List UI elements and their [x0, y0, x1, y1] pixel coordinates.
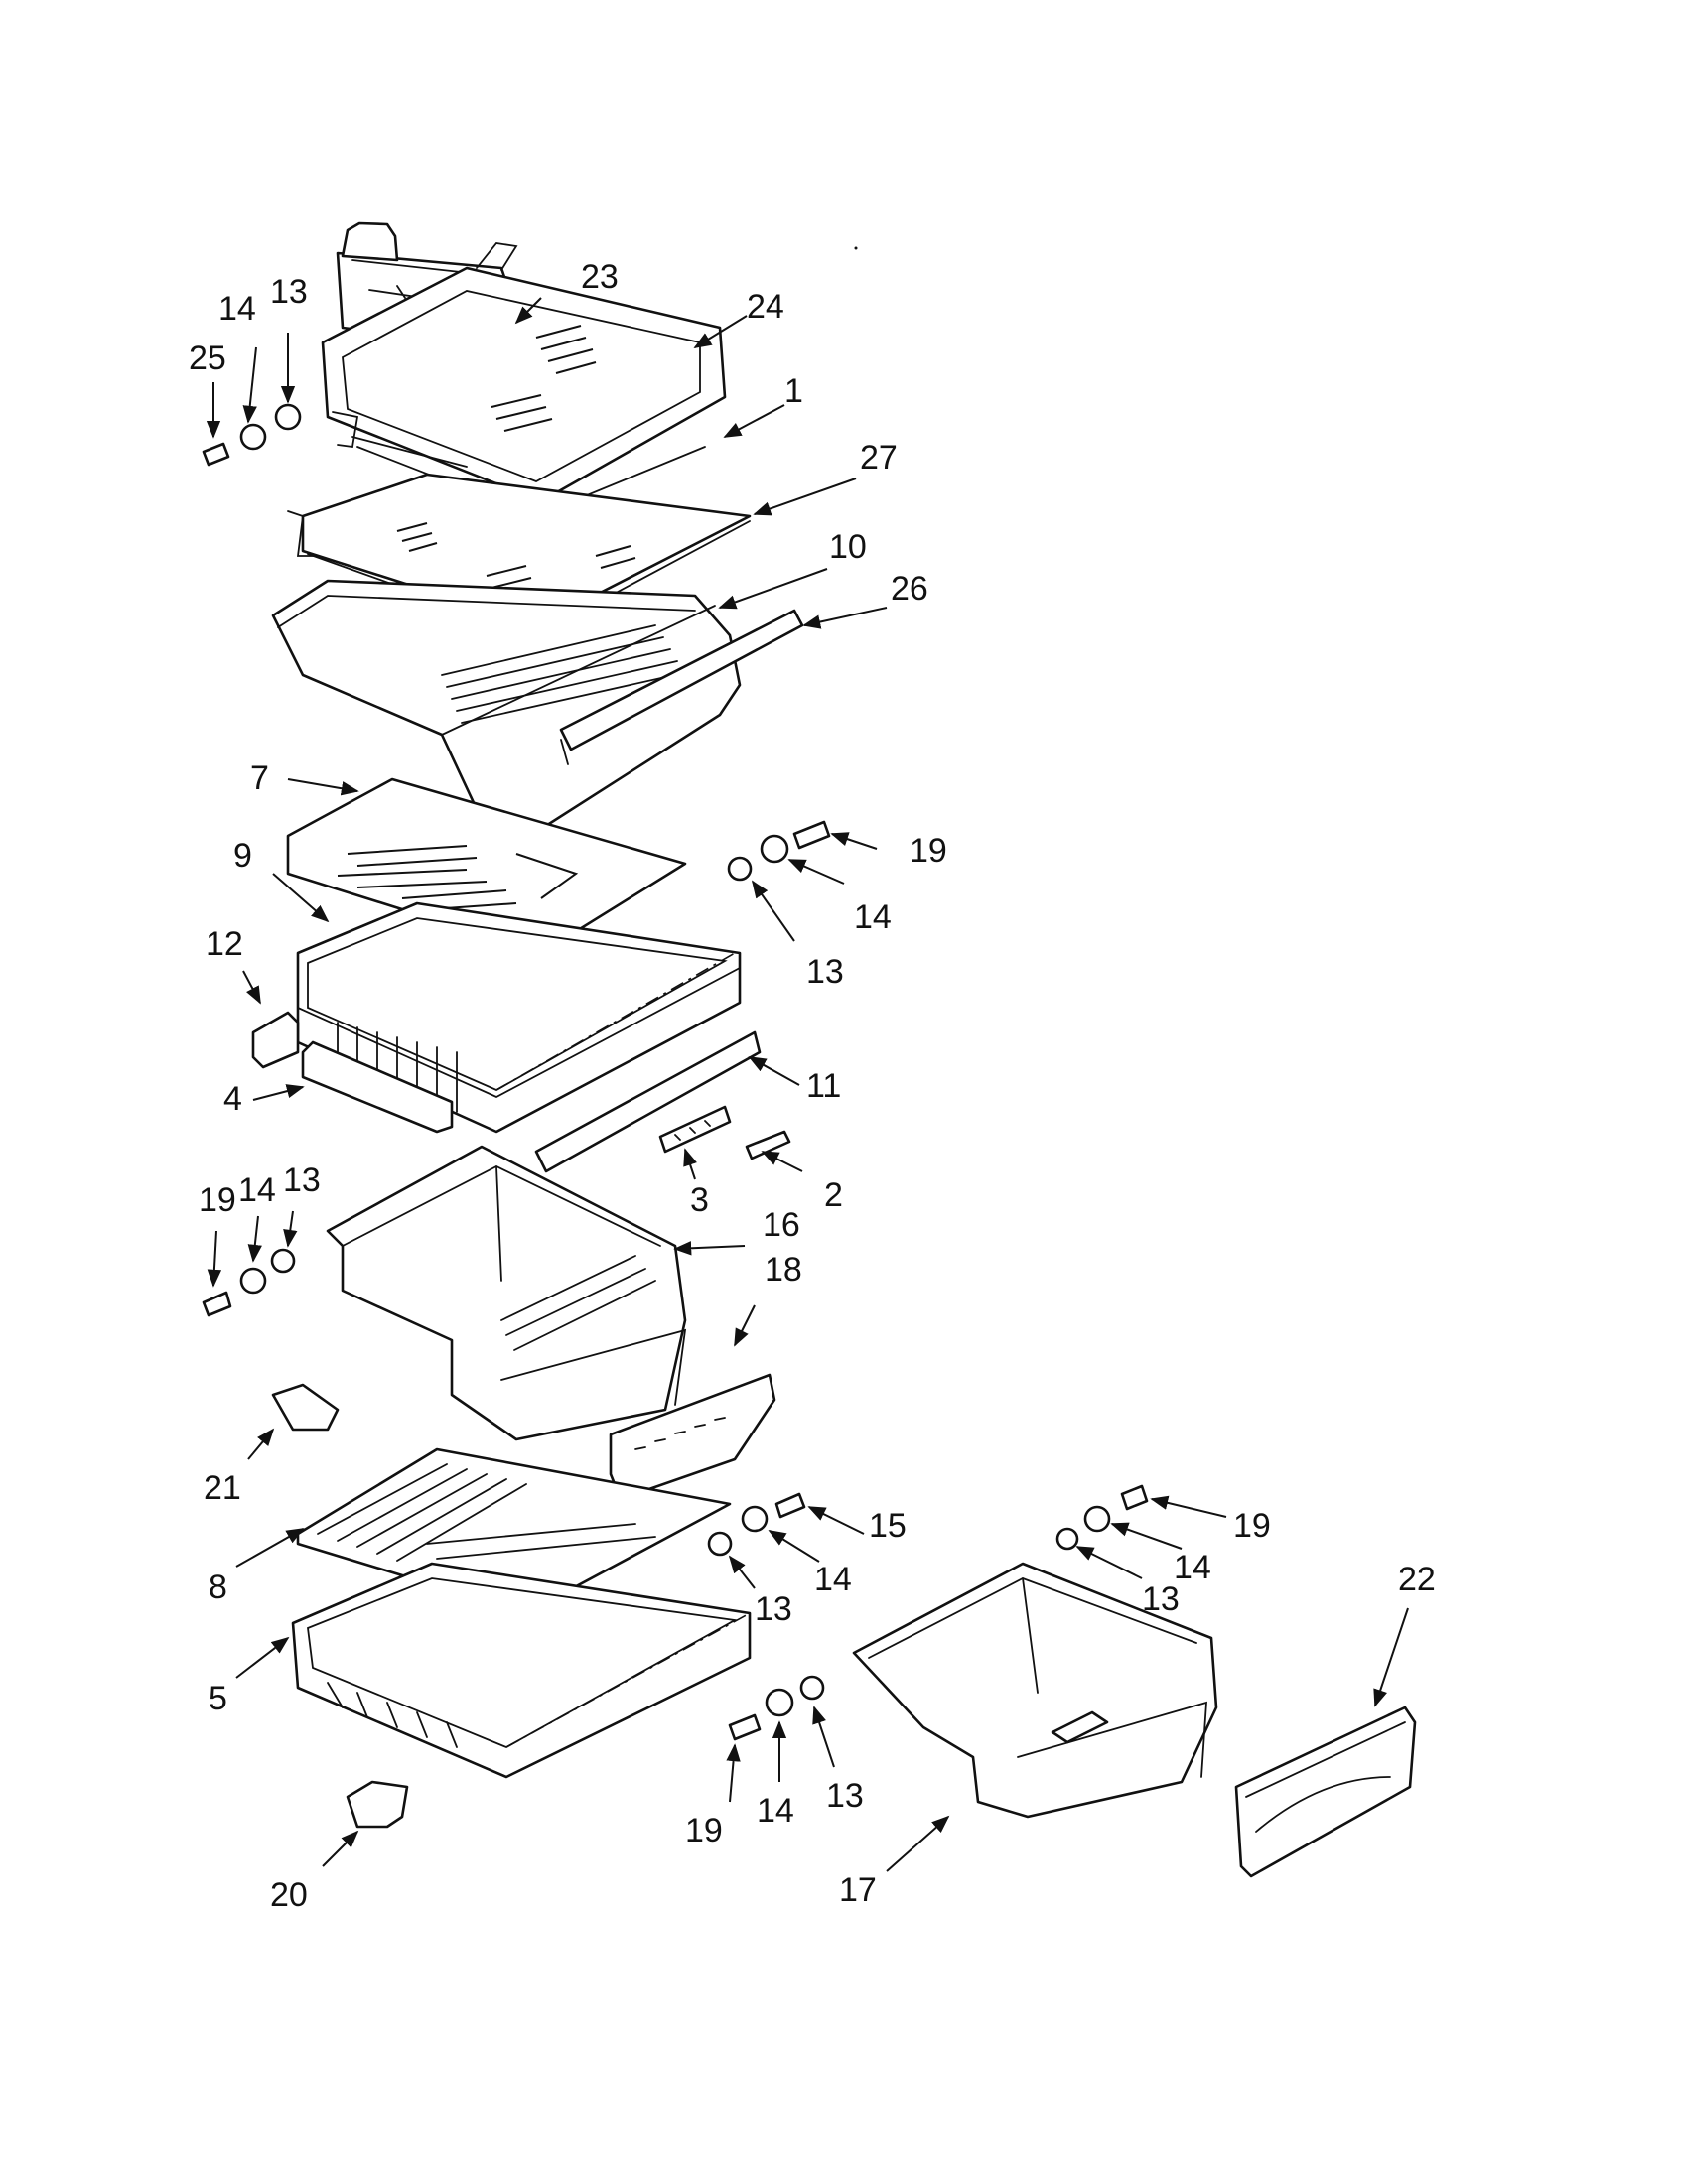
callout-13: 13	[283, 1161, 321, 1199]
callout-13: 13	[270, 273, 308, 311]
callout-7: 7	[250, 759, 269, 797]
part-21-clip	[271, 1383, 340, 1432]
callout-18: 18	[765, 1251, 802, 1289]
callout-17: 17	[839, 1871, 877, 1909]
callout-12: 12	[206, 925, 243, 963]
callout-14: 14	[814, 1561, 852, 1598]
callout-1: 1	[784, 372, 803, 410]
part-17-crisper-drawer	[852, 1562, 1218, 1819]
hardware-group-drawer17-left	[728, 1675, 825, 1741]
part-24-top-shelf	[321, 242, 727, 503]
callout-16: 16	[763, 1206, 800, 1244]
part-10-crisper-pan	[271, 579, 742, 831]
callout-10: 10	[829, 528, 867, 566]
callout-19: 19	[1233, 1507, 1271, 1545]
part-22-drawer-front	[1234, 1706, 1417, 1878]
callout-23: 23	[581, 258, 619, 296]
callout-5: 5	[209, 1680, 227, 1717]
callout-14: 14	[854, 898, 892, 936]
callout-11: 11	[806, 1067, 841, 1105]
hardware-group-top	[202, 403, 302, 467]
callout-25: 25	[189, 340, 226, 377]
callout-22-text: 22	[1398, 1561, 1436, 1598]
callout-26: 26	[891, 570, 928, 608]
callout-13: 13	[826, 1777, 864, 1815]
part-4-front-rail	[301, 1040, 454, 1134]
callout-19: 19	[910, 832, 947, 870]
callout-27: 27	[860, 439, 898, 477]
callout-14: 14	[238, 1171, 276, 1209]
callout-14: 14	[1174, 1549, 1211, 1586]
part-20-cap	[346, 1780, 409, 1829]
callout-labels: 23 24 1 27 10 26 14 13 25 7 9 12 4 11 3 …	[189, 258, 1271, 1914]
callout-24: 24	[747, 288, 784, 326]
callout-13: 13	[1142, 1580, 1180, 1618]
part-11-side-rail	[534, 1030, 762, 1173]
part-5-shelf-frame	[291, 1562, 752, 1779]
callout-21: 21	[204, 1469, 241, 1507]
part-26-crisper-rail	[559, 609, 804, 765]
stray-dot	[854, 246, 858, 250]
callout-15: 15	[869, 1507, 907, 1545]
callout-4: 4	[223, 1080, 242, 1118]
callout-19: 19	[685, 1812, 723, 1849]
part-16-deli-drawer	[326, 1145, 687, 1441]
callout-14: 14	[218, 290, 256, 328]
part-2-clip	[745, 1130, 791, 1160]
callout-20: 20	[270, 1876, 308, 1914]
part-12-end-cap	[251, 1011, 300, 1069]
part-8-glass-shelf	[296, 1447, 732, 1615]
callout-13: 13	[806, 953, 844, 991]
part-18-drawer-front	[609, 1373, 776, 1501]
part-3-humidity-slide	[658, 1105, 732, 1154]
leader-lines	[206, 297, 1409, 1872]
callout-14: 14	[757, 1792, 794, 1830]
hardware-group-drawer17-top	[1055, 1484, 1149, 1551]
hardware-group-mid	[727, 820, 831, 882]
callout-13: 13	[755, 1590, 792, 1628]
hardware-group-drawer16	[202, 1248, 296, 1317]
callout-3: 3	[690, 1181, 709, 1219]
callout-19: 19	[199, 1181, 236, 1219]
callout-2: 2	[824, 1176, 843, 1214]
callout-9: 9	[233, 837, 252, 875]
callout-8: 8	[209, 1569, 227, 1606]
hardware-group-shelf8	[707, 1492, 806, 1557]
